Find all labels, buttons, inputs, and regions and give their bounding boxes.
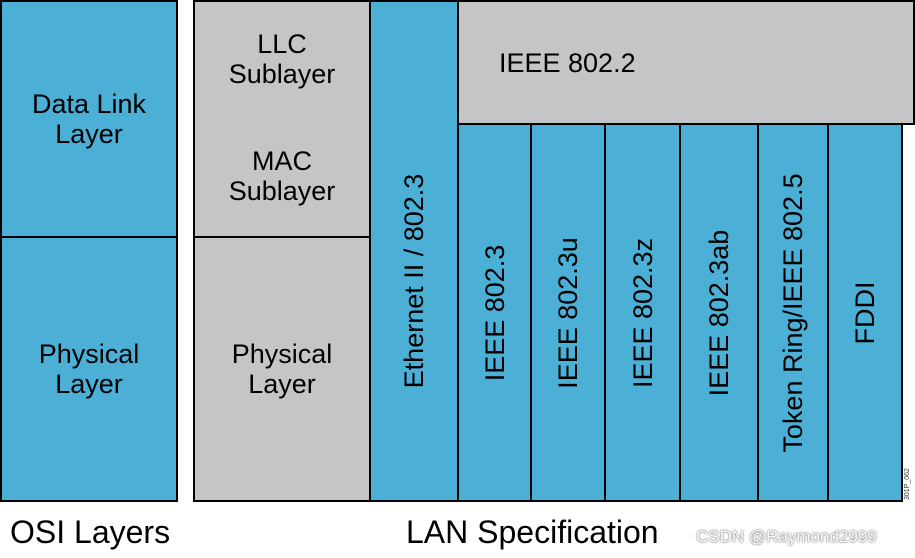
col-ieee-8023ab-label: IEEE 802.3ab [704,229,734,396]
col-token-ring-label: Token Ring/IEEE 802.5 [778,172,808,453]
col-ieee-8023u: IEEE 802.3u [530,123,606,502]
ethernet-ii-label: Ethernet II / 802.3 [399,173,429,389]
mac-sublayer-label: MAC Sublayer [228,146,336,206]
col-ieee-8023-label: IEEE 802.3 [479,244,510,381]
lan-physical-label: Physical Layer [231,339,333,399]
mac-sublayer: MAC Sublayer [193,116,371,238]
osi-data-link-label: Data Link Layer [31,89,147,149]
col-token-ring: Token Ring/IEEE 802.5 [757,123,829,502]
col-fddi: FDDI [827,123,903,502]
ethernet-ii-column: Ethernet II / 802.3 [369,0,459,502]
col-ieee-8023ab: IEEE 802.3ab [679,123,759,502]
llc-sublayer: LLC Sublayer [193,0,371,118]
col-fddi-label: FDDI [850,281,880,344]
col-ieee-8023z: IEEE 802.3z [604,123,681,502]
lan-physical-layer: Physical Layer [193,236,371,502]
ieee-8022-box: IEEE 802.2 [457,0,915,125]
llc-sublayer-label: LLC Sublayer [228,29,336,89]
osi-data-link-layer: Data Link Layer [0,0,178,238]
figure-code: 301P_062 [904,468,911,500]
lan-specification-caption: LAN Specification [406,514,659,550]
osi-physical-label: Physical Layer [38,339,140,399]
osi-layers-caption: OSI Layers [10,514,171,550]
osi-physical-layer: Physical Layer [0,236,178,502]
csdn-watermark: CSDN @Raymond2999 [696,527,877,546]
col-ieee-8023u-label: IEEE 802.3u [553,236,583,389]
col-ieee-8023z-label: IEEE 802.3z [627,237,658,388]
ieee-8022-label: IEEE 802.2 [499,47,636,78]
col-ieee-8023: IEEE 802.3 [457,123,532,502]
